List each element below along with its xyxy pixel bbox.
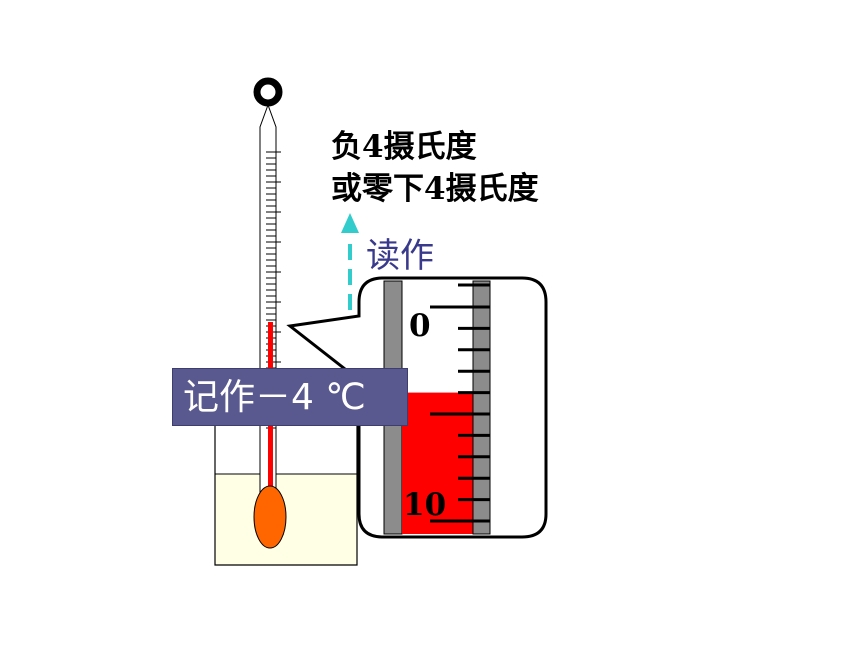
beaker [214, 425, 358, 566]
read-arrow-head [341, 213, 359, 233]
thermometer-bulb [253, 485, 287, 549]
zoom-scale-ticks [430, 283, 490, 523]
recorded-as-label: 记作－4 ℃ [172, 368, 408, 426]
zoom-scale-label-zero: 0 [409, 308, 431, 344]
read-arrow [341, 213, 359, 360]
zoom-tube-wall-right [472, 280, 491, 535]
thermometer-hanging-ring [253, 77, 283, 107]
zoom-liquid-column [402, 392, 473, 534]
zoom-callout: 0 10 [286, 276, 548, 539]
beaker-outline [214, 425, 358, 566]
zoom-scale-label-ten: 10 [403, 487, 446, 523]
read-as-label: 读作 [366, 236, 434, 276]
reading-text: 负4摄氏度 或零下4摄氏度 [331, 126, 539, 210]
reading-line-2: 或零下4摄氏度 [331, 171, 539, 207]
reading-line-1: 负4摄氏度 [331, 129, 477, 165]
